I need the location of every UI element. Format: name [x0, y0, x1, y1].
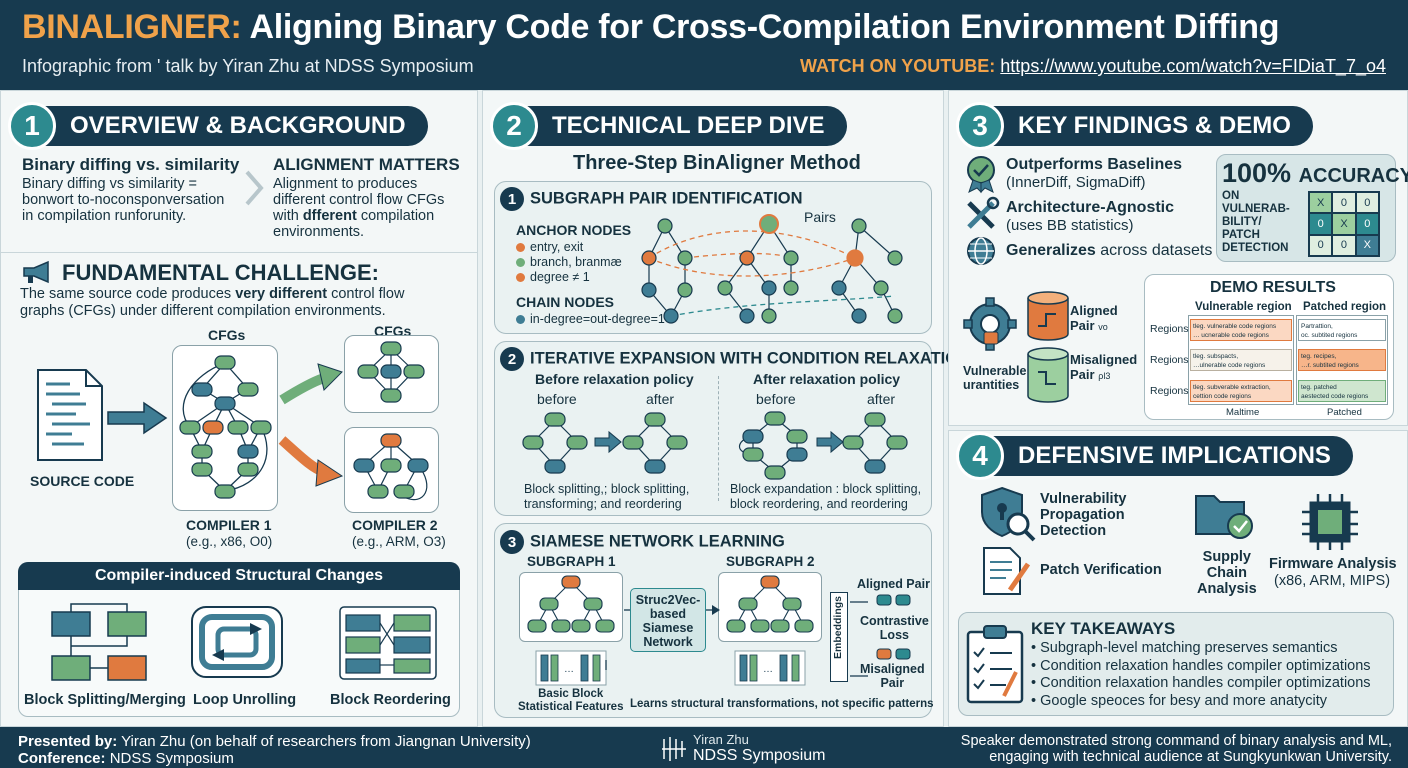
list-item: • Subgraph-level matching preserves sema…: [1031, 640, 1338, 656]
list-item: • Google speoces for besy and more anaty…: [1031, 692, 1328, 709]
gear-lock-icon: [963, 297, 1017, 351]
award-badge-icon: [967, 156, 995, 194]
wrench-screwdriver-icon: [967, 196, 1000, 229]
matrix-cell: X: [1356, 235, 1378, 255]
anchor-list: entry, exit branch, branmæ degree ≠ 1: [516, 240, 622, 285]
subgraph-pairs-graph: [641, 214, 903, 324]
patch-region-2: teg. recipes,…r. subtited regions: [1298, 349, 1386, 371]
matrix-cell: 0: [1333, 235, 1355, 255]
youtube-link[interactable]: https://www.youtube.com/watch?v=FIDiaT_7…: [1000, 56, 1386, 76]
accuracy-headline: 100% ACCURACY: [1222, 158, 1408, 188]
database-cylinders: [1027, 291, 1069, 403]
source-code-document-icon: [37, 369, 103, 461]
chip-icon: [1302, 494, 1358, 550]
cfg-graph-compiler2-bottom: [353, 433, 429, 501]
vuln-region-3: tleg. subverable extraction,cettion code…: [1190, 380, 1292, 402]
matrix-cell: 0: [1356, 193, 1378, 213]
page-title: BINALIGNER: Aligning Binary Code for Cro…: [22, 8, 1280, 46]
subgraph1-tree: [527, 575, 615, 633]
vuln-region-2: tleg. subspacts,…ulnerable code regions: [1190, 349, 1292, 371]
header-banner: BINALIGNER: Aligning Binary Code for Cro…: [0, 0, 1408, 90]
relaxation-after-diagram: [738, 411, 908, 480]
matrix-cell: 0: [1310, 214, 1332, 234]
shield-magnifier-icon: [981, 486, 1036, 542]
structural-changes-title: Compiler-induced Structural Changes: [18, 562, 460, 590]
ndss-logo-icon: [662, 737, 686, 761]
footer: Presented by: Yiran Zhu (on behalf of re…: [0, 727, 1408, 768]
diff-body: Binary diffing vs similarity =bonwort to…: [22, 176, 225, 224]
block-splitting-icon: [51, 603, 147, 681]
vuln-region-1: tleg. vulnerable code regions… ucnerable…: [1190, 319, 1292, 341]
step2-card: [494, 341, 932, 516]
list-item: • Condition relaxation handles compiler …: [1031, 657, 1371, 674]
matrix-cell: 0: [1333, 193, 1355, 213]
document-pen-icon: [983, 547, 1031, 595]
misaligned-pair-chips: [876, 648, 911, 660]
divider: [0, 252, 478, 253]
block-reordering-icon: [339, 606, 437, 680]
matrix-cell: X: [1310, 193, 1332, 213]
list-item: • Condition relaxation handles compiler …: [1031, 675, 1371, 691]
curved-arrows: [278, 363, 344, 487]
aligned-pair-chips: [876, 594, 911, 606]
folder-check-icon: [1195, 495, 1253, 539]
patch-region-1: Partrattion,oc. subtited regions: [1298, 319, 1386, 341]
after-caption: Block expandation : block splitting,bloc…: [730, 482, 922, 511]
globe-icon: [967, 237, 995, 265]
svg-text:…: …: [763, 664, 773, 675]
finding-generalizes: Generalizes across datasets: [1006, 242, 1213, 259]
matrix-cell: X: [1333, 214, 1355, 234]
cfg-graph-compiler1: [179, 355, 272, 499]
chevron-right-icon: [245, 170, 264, 206]
cfg-graph-compiler2-top: [357, 341, 425, 403]
embedding-arrows: [850, 601, 868, 677]
svg-text:…: …: [564, 664, 574, 675]
matrix-cell: 0: [1310, 235, 1332, 255]
footer-left: Presented by: Yiran Zhu (on behalf of re…: [18, 733, 531, 767]
step2-divider: [718, 376, 719, 501]
takeaways-list: • Subgraph-level matching preserves sema…: [1031, 640, 1371, 710]
matrix-cell: 0: [1356, 214, 1378, 234]
embeddings-bar: [830, 592, 848, 682]
key-takeaways-card: [958, 612, 1394, 716]
page-subtitle: Infographic from ' talk by Yiran Zhu at …: [22, 56, 474, 76]
patched-region-box: [1296, 315, 1388, 405]
feature-bars-1: …: [535, 650, 607, 686]
chain-list: in-degree=out-degree=1: [516, 312, 665, 326]
feature-bars-2: …: [734, 650, 806, 686]
challenge-body: The same source code produces very diffe…: [20, 286, 405, 319]
subgraph2-tree: [726, 575, 814, 633]
arrow-right-icon: [107, 401, 168, 435]
megaphone-icon: [23, 260, 49, 284]
clipboard-checklist-icon: [966, 625, 1024, 704]
relaxation-before-diagram: [522, 412, 688, 474]
footer-right: Speaker demonstrated strong command of b…: [960, 733, 1392, 765]
watch-line: WATCH ON YOUTUBE: https://www.youtube.co…: [799, 56, 1386, 76]
loop-unrolling-icon: [191, 606, 283, 678]
before-caption: Block splitting,; block splitting,transf…: [524, 482, 690, 511]
vulnerable-region-box: [1188, 315, 1294, 405]
